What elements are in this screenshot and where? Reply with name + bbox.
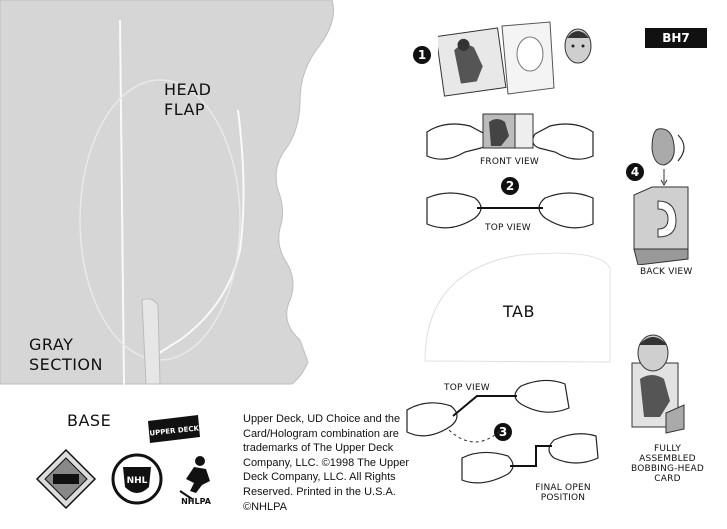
front-view-hands-illustration	[426, 113, 594, 160]
head-flap-oval	[79, 79, 241, 361]
gray-section-label: GRAY SECTION	[29, 335, 103, 375]
fully-assembled-line4: CARD	[654, 474, 681, 484]
nhlpa-player-icon: NHLPA	[179, 456, 212, 506]
hologram-pattern	[53, 474, 79, 484]
card-cutout-icon	[501, 21, 555, 95]
tab-label: TAB	[503, 302, 535, 321]
step-1-marker: 1	[413, 46, 431, 64]
gray-section-shape	[0, 0, 334, 385]
head-flap-label-line1: HEAD	[164, 80, 212, 99]
final-open-line1: FINAL OPEN	[535, 483, 591, 493]
gray-section-label-line2: SECTION	[29, 355, 103, 374]
legal-notice: Upper Deck, UD Choice and the Card/Holog…	[243, 413, 410, 513]
front-view-label: FRONT VIEW	[480, 157, 540, 167]
step-3-marker: 3	[494, 423, 512, 441]
card-front-icon	[438, 27, 507, 97]
back-view-illustration	[633, 128, 689, 265]
hologram-diamond-icon	[35, 448, 97, 510]
head-flap-label: HEAD FLAP	[164, 80, 211, 120]
tab-stub	[141, 298, 161, 385]
nhl-shield-icon: NHL	[111, 453, 163, 505]
fully-assembled-line1: FULLY	[653, 444, 682, 454]
fully-assembled-label: FULLY ASSEMBLED BOBBING-HEAD CARD	[620, 444, 715, 484]
final-open-position-label: FINAL OPEN POSITION	[528, 483, 598, 503]
final-open-hands-illustration	[461, 433, 599, 484]
nhl-shield-text: NHL	[127, 476, 148, 486]
top-view-hands-illustration	[426, 192, 594, 229]
final-open-line2: POSITION	[540, 493, 586, 503]
gray-section-label-line1: GRAY	[29, 335, 74, 354]
base-label: BASE	[67, 411, 112, 430]
card-number-badge: BH7	[645, 28, 707, 48]
tab-region-outline	[424, 252, 611, 363]
step-2-marker: 2	[501, 177, 519, 195]
back-view-label: BACK VIEW	[640, 267, 693, 277]
step-1-illustration	[438, 21, 592, 97]
fully-assembled-line3: BOBBING-HEAD	[631, 464, 704, 474]
player-head-icon	[564, 28, 592, 64]
head-flap-outline	[119, 19, 245, 386]
step-3-top-view-hands	[406, 379, 570, 443]
nhlpa-text: NHLPA	[181, 497, 212, 506]
top-view-label-step2: TOP VIEW	[485, 223, 531, 233]
head-flap-label-line2: FLAP	[164, 100, 206, 119]
upper-deck-logo-icon: UPPER DECK	[148, 415, 200, 443]
assembled-card-illustration	[631, 334, 685, 434]
top-view-label-step3: TOP VIEW	[444, 383, 490, 393]
fully-assembled-line2: ASSEMBLED	[639, 454, 696, 464]
step-4-marker: 4	[626, 163, 644, 181]
